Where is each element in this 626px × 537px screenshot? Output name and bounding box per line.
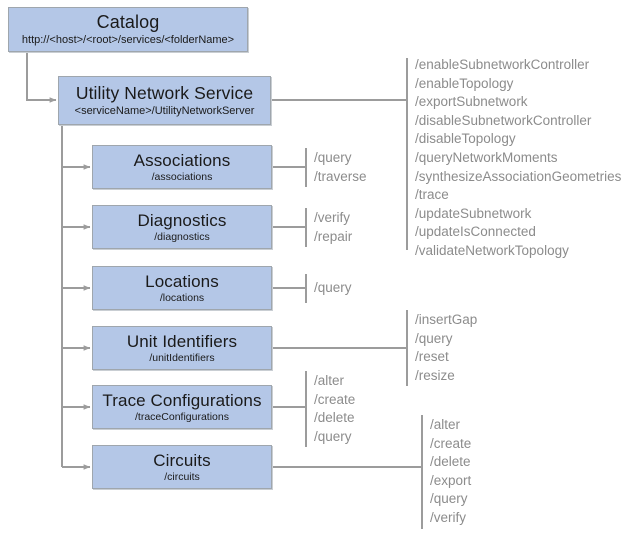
operations-associations: /query /traverse <box>314 149 367 186</box>
operation-item[interactable]: /traverse <box>314 168 367 184</box>
operation-item[interactable]: /create <box>430 435 472 451</box>
operations-unit-identifiers: /insertGap /query /reset /resize <box>415 311 477 385</box>
node-trace-configurations-title: Trace Configurations <box>102 390 262 410</box>
node-catalog-title: Catalog <box>96 12 160 32</box>
node-catalog[interactable]: Catalog http://<host>/<root>/services/<f… <box>8 7 248 52</box>
edge-catalog-to-service <box>26 53 57 103</box>
operation-bar-trace-configurations <box>305 371 307 447</box>
operations-circuits: /alter /create /delete /export /query /v… <box>430 416 471 528</box>
operation-item[interactable]: /exportSubnetwork <box>415 94 528 110</box>
operation-item[interactable]: /reset <box>415 349 449 365</box>
operation-item[interactable]: /resize <box>415 367 455 383</box>
operation-item[interactable]: /queryNetworkMoments <box>415 149 558 165</box>
operation-bar-locations <box>305 274 307 303</box>
node-utility-network-service-title: Utility Network Service <box>75 83 254 103</box>
operation-bar-diagnostics <box>305 208 307 247</box>
operation-item[interactable]: /synthesizeAssociationGeometries <box>415 168 622 184</box>
node-diagnostics[interactable]: Diagnostics /diagnostics <box>92 205 272 249</box>
node-utility-network-service-path: <serviceName>/UtilityNetworkServer <box>74 105 255 117</box>
operations-locations: /query <box>314 279 352 298</box>
operation-item[interactable]: /disableSubnetworkController <box>415 112 592 128</box>
operations-diagnostics: /verify /repair <box>314 209 352 246</box>
operation-item[interactable]: /updateIsConnected <box>415 224 536 240</box>
operations-utility-network-service: /enableSubnetworkController /enableTopol… <box>415 56 621 261</box>
operation-item[interactable]: /query <box>430 491 468 507</box>
node-diagnostics-title: Diagnostics <box>137 210 227 230</box>
operation-bar-unit-identifiers <box>406 310 408 386</box>
operation-bar-service <box>406 58 408 250</box>
operation-item[interactable]: /repair <box>314 228 353 244</box>
operation-item[interactable]: /alter <box>430 417 461 432</box>
node-trace-configurations-path: /traceConfigurations <box>135 410 229 423</box>
operation-item[interactable]: /query <box>314 428 352 444</box>
node-circuits-title: Circuits <box>153 450 211 470</box>
node-associations-path: /associations <box>151 170 213 183</box>
operation-item[interactable]: /enableSubnetworkController <box>415 57 590 72</box>
node-diagnostics-path: /diagnostics <box>154 230 210 243</box>
node-circuits[interactable]: Circuits /circuits <box>92 445 272 489</box>
operation-item[interactable]: /delete <box>314 410 355 426</box>
node-locations-title: Locations <box>145 271 219 291</box>
node-unit-identifiers-path: /unitIdentifiers <box>149 351 215 364</box>
operation-item[interactable]: /enableTopology <box>415 75 514 91</box>
operation-item[interactable]: /create <box>314 391 356 407</box>
operation-item[interactable]: /query <box>314 150 352 165</box>
node-unit-identifiers-title: Unit Identifiers <box>126 331 238 351</box>
operation-item[interactable]: /disableTopology <box>415 131 516 147</box>
operation-item[interactable]: /alter <box>314 373 345 388</box>
node-utility-network-service[interactable]: Utility Network Service <serviceName>/Ut… <box>58 76 271 125</box>
node-trace-configurations[interactable]: Trace Configurations /traceConfiguration… <box>92 385 272 429</box>
operation-item[interactable]: /export <box>430 472 472 488</box>
operation-item[interactable]: /delete <box>430 454 471 470</box>
node-locations-path: /locations <box>159 291 205 304</box>
operation-item[interactable]: /verify <box>430 509 467 525</box>
node-catalog-path: http://<host>/<root>/services/<folderNam… <box>21 34 235 46</box>
operation-item[interactable]: /query <box>314 280 352 295</box>
operation-item[interactable]: /verify <box>314 210 351 225</box>
node-locations[interactable]: Locations /locations <box>92 266 272 310</box>
operation-bar-circuits <box>421 415 423 529</box>
operation-item[interactable]: /query <box>415 330 453 346</box>
operation-bar-associations <box>305 148 307 187</box>
operation-item[interactable]: /updateSubnetwork <box>415 205 532 221</box>
operations-trace-configurations: /alter /create /delete /query <box>314 372 355 446</box>
node-associations[interactable]: Associations /associations <box>92 145 272 189</box>
operation-item[interactable]: /trace <box>415 187 449 203</box>
operation-item[interactable]: /validateNetworkTopology <box>415 242 569 258</box>
node-unit-identifiers[interactable]: Unit Identifiers /unitIdentifiers <box>92 326 272 370</box>
node-associations-title: Associations <box>133 150 231 170</box>
node-circuits-path: /circuits <box>164 470 200 483</box>
operation-item[interactable]: /insertGap <box>415 312 478 327</box>
